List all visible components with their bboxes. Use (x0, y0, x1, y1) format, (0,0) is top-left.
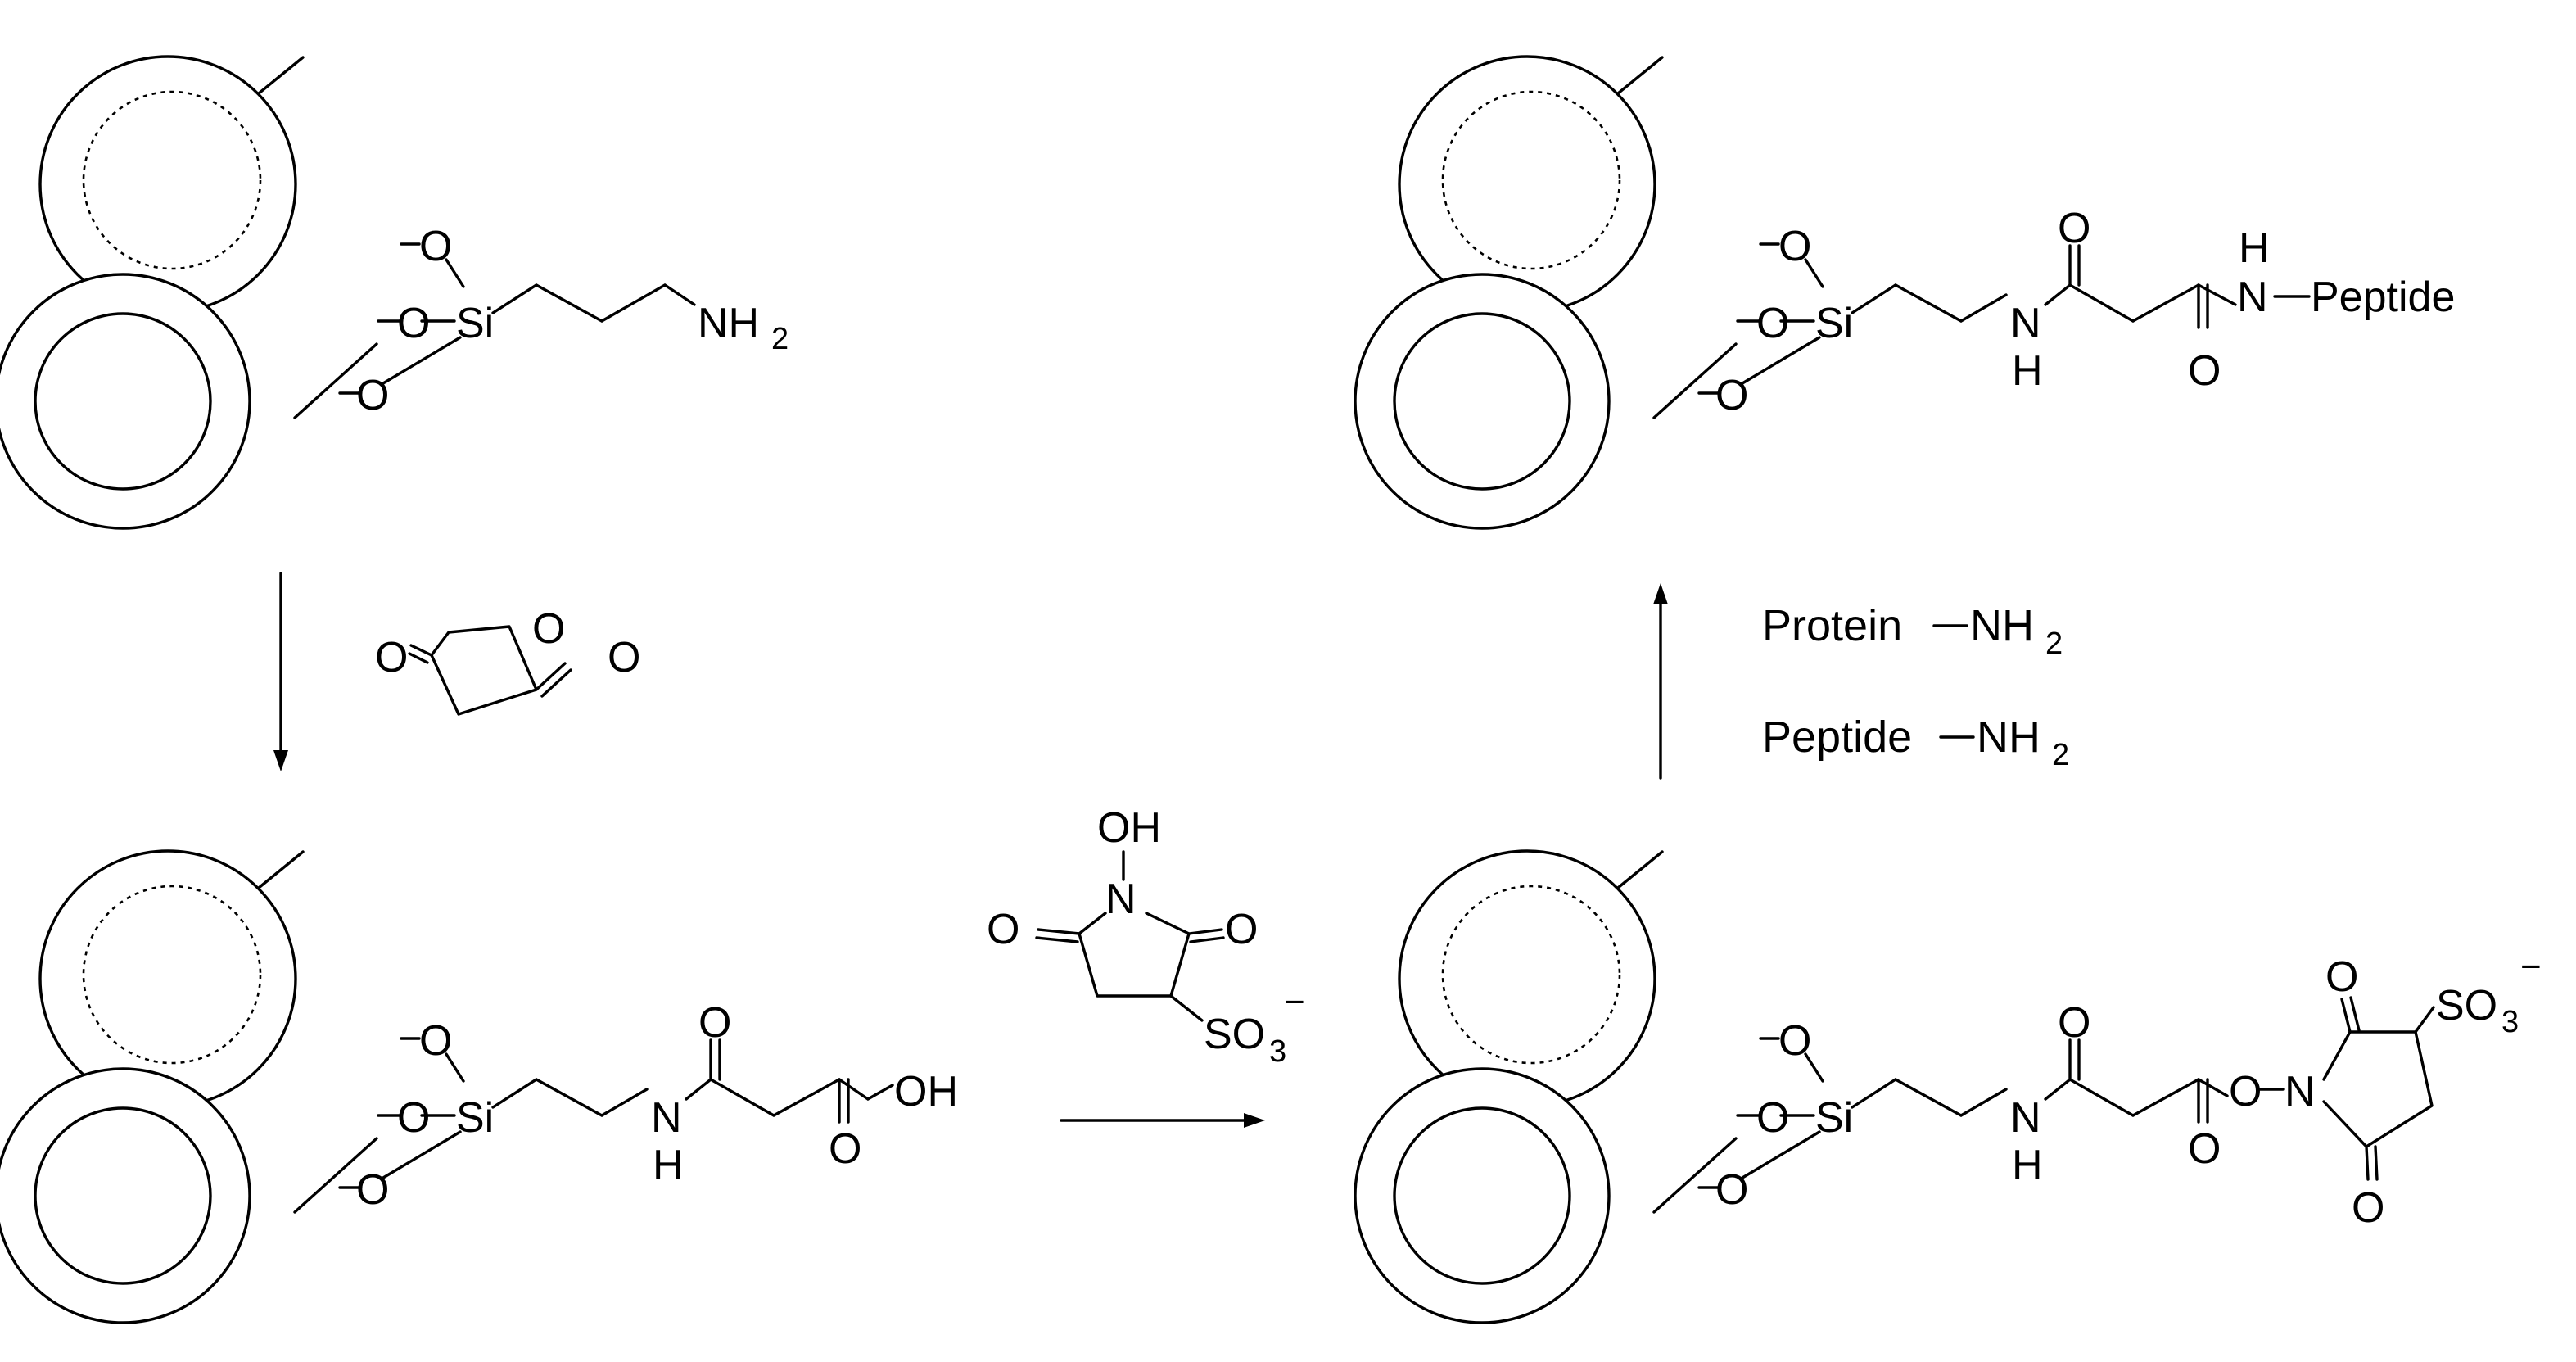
succinimide-sulfonate: SO (2436, 982, 2497, 1029)
peptide-amide-hydrogen: H (2239, 224, 2270, 272)
nhs-ester-nanotube: O O O Si N H O O O N O O SO 3 − (1354, 849, 2542, 1324)
amide-carbonyl-oxygen: O (698, 999, 731, 1047)
arrow-down (273, 572, 288, 771)
anchor-oxygen-bottom: O (356, 372, 389, 419)
nhs-sulfonate-subscript: 3 (1269, 1034, 1286, 1069)
anchor-oxygen-middle: O (397, 300, 430, 347)
amide-nitrogen: N (651, 1094, 682, 1142)
nanotube-core (1354, 55, 1738, 530)
amide-hydrogen: H (2012, 1142, 2043, 1189)
anhydride-carbonyl-oxygen-left: O (375, 634, 408, 681)
succinimide-carbonyl-oxygen-top: O (2325, 953, 2358, 1001)
nhs-sulfonate: SO (1204, 1011, 1265, 1058)
nhs-hydroxyl: OH (1097, 804, 1161, 852)
anchor-oxygen-bottom: O (1715, 372, 1748, 419)
nhs-carbonyl-oxygen-left: O (987, 906, 1019, 953)
nanotube-core (0, 55, 378, 530)
anchor-oxygen-middle: O (1756, 300, 1789, 347)
nhs-sulfonate-charge: − (1284, 982, 1305, 1022)
amine-subscript: 2 (771, 322, 789, 356)
anchor-oxygen-top: O (419, 1017, 452, 1065)
anhydride-carbonyl-oxygen-right: O (608, 634, 640, 681)
ester-oxygen: O (2229, 1068, 2262, 1115)
peptide-amine-group: NH (1977, 713, 2040, 762)
anchor-oxygen-middle: O (1756, 1094, 1789, 1142)
succinyl-chain (685, 1077, 894, 1117)
succinimide-sulfonate-charge: − (2520, 947, 2542, 987)
silicon-atom: Si (456, 1094, 494, 1142)
nhs-nitrogen: N (1105, 876, 1137, 923)
anchor-oxygen-top: O (1778, 1017, 1811, 1065)
protein-label: Protein (1762, 601, 1902, 650)
amide-carbonyl-oxygen: O (2058, 205, 2090, 252)
succinic-anhydride: O O O (375, 605, 640, 716)
anchor-oxygen-bottom: O (356, 1166, 389, 1214)
acid-carbonyl-oxygen: O (829, 1125, 861, 1173)
arrow-right (1060, 1113, 1265, 1128)
acid-hydroxyl: OH (894, 1068, 958, 1115)
peptide-amide-carbonyl-oxygen: O (2188, 347, 2221, 395)
succinimide-sulfonate-subscript: 3 (2501, 1005, 2519, 1039)
protein-amine-subscript: 2 (2045, 627, 2063, 661)
peptide-amine-subscript: 2 (2052, 738, 2069, 772)
peptide-conjugated-nanotube: O O O Si N H O O N H Peptide (1354, 55, 2455, 530)
peptide-amine-reagent: Peptide NH 2 (1762, 713, 2069, 772)
carboxy-functionalized-nanotube: O O O Si N H O O OH (0, 849, 958, 1324)
peptide-label: Peptide (1762, 713, 1912, 762)
anchor-oxygen-top: O (419, 223, 452, 270)
silicon-atom: Si (456, 300, 494, 347)
anchor-oxygen-bottom: O (1715, 1166, 1748, 1214)
amide-hydrogen: H (653, 1142, 684, 1189)
peptide-amide-nitrogen: N (2237, 274, 2268, 321)
sulfo-nhs-reagent: OH N O O SO 3 − (987, 804, 1305, 1069)
ester-carbonyl-oxygen: O (2188, 1125, 2221, 1173)
amide-carbonyl-oxygen: O (2058, 999, 2090, 1047)
silicon-atom: Si (1815, 300, 1853, 347)
amide-hydrogen: H (2012, 347, 2043, 395)
succinimide-nitrogen: N (2285, 1068, 2316, 1115)
peptide-label: Peptide (2311, 274, 2455, 321)
amide-nitrogen: N (2010, 1094, 2041, 1142)
succinimide-carbonyl-oxygen-bottom: O (2352, 1184, 2384, 1232)
nanotube-core (1354, 849, 1738, 1324)
anchor-oxygen-middle: O (397, 1094, 430, 1142)
nanotube-core (0, 849, 378, 1324)
anchor-oxygen-top: O (1778, 223, 1811, 270)
protein-amine-group: NH (1970, 601, 2034, 650)
amide-nitrogen: N (2010, 300, 2041, 347)
amino-functionalized-nanotube: O O O Si NH 2 (0, 55, 789, 530)
protein-amine-reagent: Protein NH 2 (1762, 601, 2063, 661)
silicon-atom: Si (1815, 1094, 1853, 1142)
terminal-amine: NH (698, 300, 759, 347)
propyl-chain (491, 1078, 649, 1117)
arrow-up (1653, 583, 1668, 780)
anhydride-ring-oxygen: O (532, 605, 565, 653)
nhs-carbonyl-oxygen-right: O (1225, 906, 1258, 953)
propyl-chain (491, 283, 696, 323)
